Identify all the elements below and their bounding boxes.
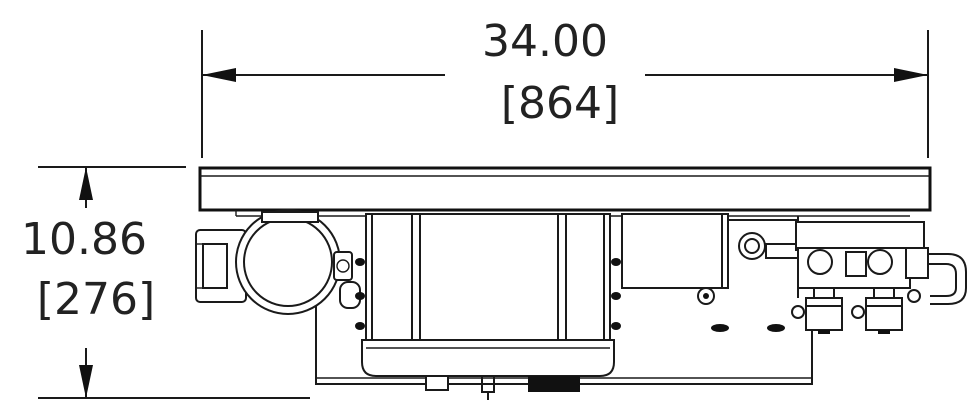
motor — [195, 209, 361, 315]
height-arrow-top — [79, 167, 93, 200]
pressure-gauge — [738, 232, 799, 260]
width-arrow-left — [202, 68, 236, 82]
width-inches-label: 34.00 — [482, 16, 608, 67]
height-mm-label: [276] — [37, 274, 155, 325]
width-mm-label: [864] — [501, 78, 619, 129]
height-arrow-bottom — [79, 365, 93, 398]
valve-manifold — [791, 221, 967, 334]
height-dimension: 10.86 [276] — [21, 166, 310, 399]
width-dimension: 34.00 [864] — [201, 16, 929, 158]
height-inches-label: 10.86 — [21, 214, 147, 265]
control-box — [621, 213, 799, 332]
motor-housing-circle — [235, 209, 341, 315]
pump-reservoir — [355, 213, 621, 400]
width-arrow-right — [894, 68, 928, 82]
top-plate — [198, 166, 932, 217]
